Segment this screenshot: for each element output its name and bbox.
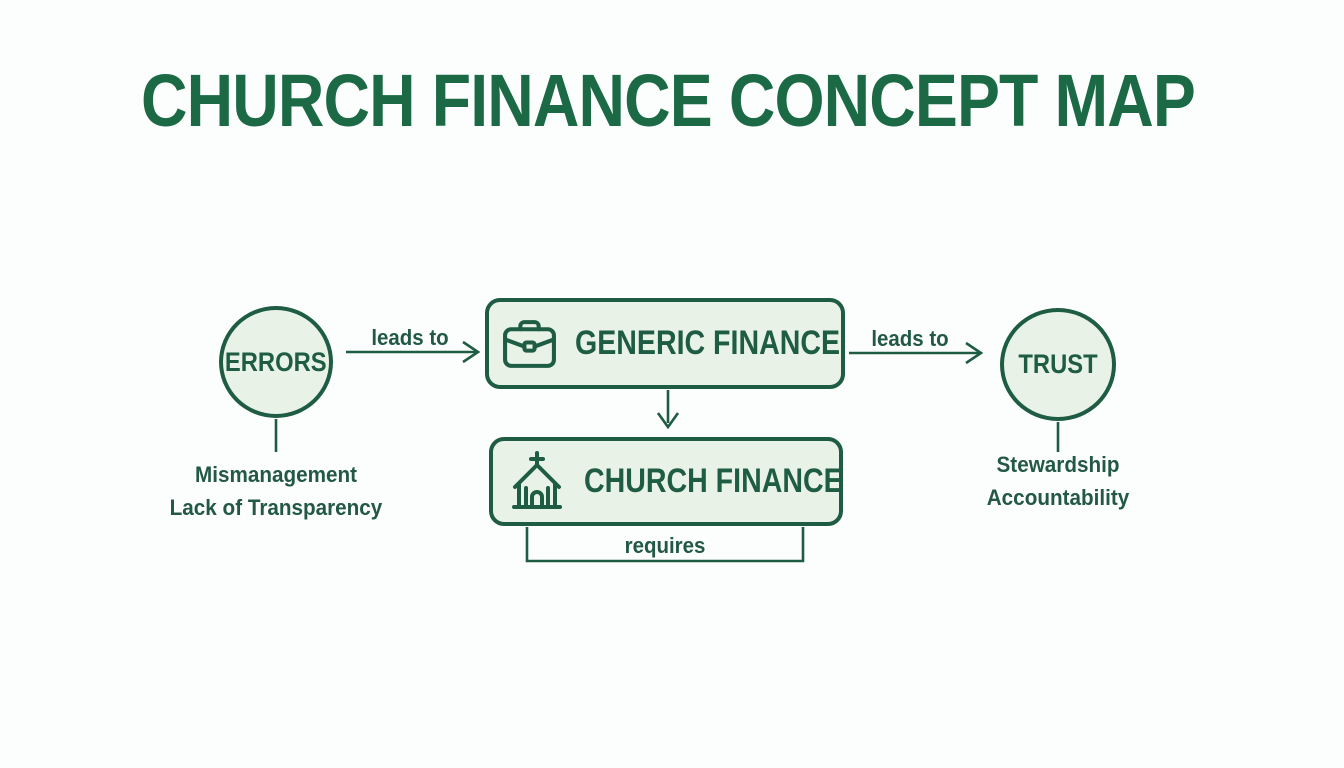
node-trust-label: TRUST — [1018, 349, 1098, 379]
node-trust: TRUST — [1000, 308, 1116, 421]
sub-label-trust-line2: Accountability — [986, 485, 1130, 510]
sub-label-trust: Stewardship Accountability — [935, 448, 1181, 514]
sub-label-errors-line1: Mismanagement — [194, 462, 358, 487]
edge-label-leads-to-1: leads to — [371, 325, 449, 350]
edge-label-leads-to-2: leads to — [871, 326, 949, 351]
node-generic-finance-label: GENERIC FINANCE — [575, 324, 840, 362]
node-church-finance-label: CHURCH FINANCE — [584, 462, 843, 500]
page-title: CHURCH FINANCE CONCEPT MAP — [141, 59, 1196, 142]
node-errors-label: ERRORS — [225, 346, 327, 377]
node-church-finance: CHURCH FINANCE — [489, 437, 843, 526]
church-icon — [512, 450, 562, 509]
sub-label-errors-line2: Lack of Transparency — [169, 495, 383, 520]
edge-label-requires: requires — [624, 533, 706, 558]
node-generic-finance: GENERIC FINANCE — [485, 298, 845, 389]
node-errors: ERRORS — [219, 306, 333, 418]
briefcase-icon — [503, 320, 556, 368]
arrow-generic-to-church-head — [656, 412, 680, 430]
sub-label-trust-line1: Stewardship — [996, 452, 1120, 477]
sub-label-errors: Mismanagement Lack of Transparency — [107, 458, 445, 524]
